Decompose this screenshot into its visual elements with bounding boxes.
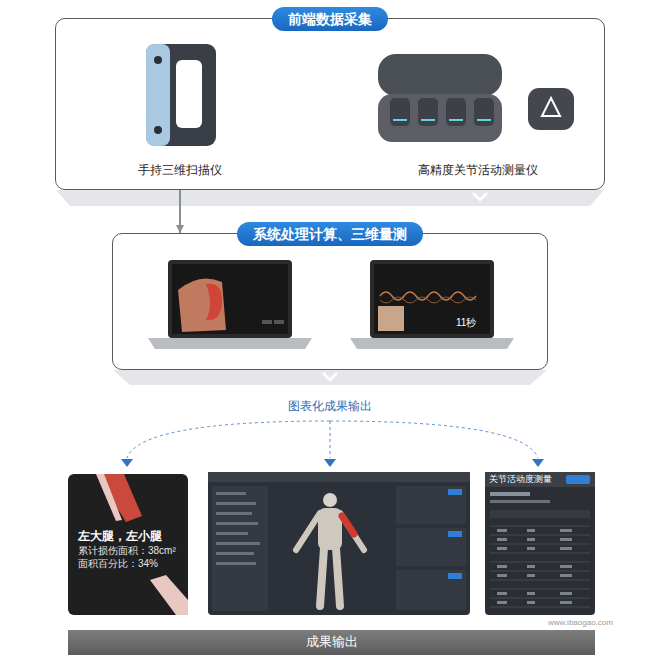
body-leg — [336, 548, 340, 606]
node-text: 成果输出 — [68, 630, 595, 655]
flow-band — [113, 370, 547, 385]
result-screenshot: 左大腿，左小腿累计损伤面积：38cm²面积百分比：34% — [68, 474, 188, 615]
sensor-light — [393, 119, 407, 121]
section-label: 图表化成果输出 — [288, 399, 372, 414]
laptop-base — [148, 338, 312, 349]
ui-button — [566, 475, 590, 484]
scanner-body — [146, 44, 216, 146]
wave-chart — [380, 292, 476, 300]
laptop-screen — [374, 264, 490, 334]
table-grid — [490, 526, 590, 607]
side-panel — [396, 570, 466, 610]
ui-button — [448, 531, 462, 537]
chevron — [323, 373, 337, 380]
wave-chart — [380, 297, 476, 303]
chevron — [473, 193, 487, 200]
arrow-head — [324, 459, 336, 467]
ear-model — [206, 284, 222, 320]
sensor-logo — [542, 98, 560, 116]
sensor — [474, 98, 494, 126]
ui-line — [490, 500, 550, 503]
laptop-bezel — [370, 260, 494, 338]
side-panel — [212, 486, 268, 611]
process-panel: 系统处理计算、三维量测 — [112, 233, 548, 370]
laptop-base — [350, 338, 514, 349]
ui-line — [216, 502, 256, 505]
watermark: www.ibaogao.com — [548, 617, 613, 628]
sensor-light — [421, 119, 435, 121]
video-frame — [378, 306, 404, 331]
limb-skin — [96, 474, 122, 521]
dashed-arc — [127, 421, 330, 458]
sensor-unit — [528, 88, 574, 130]
laptop-bezel — [168, 260, 292, 338]
screenshot-ground — [485, 472, 595, 615]
ui-line — [216, 552, 254, 555]
screenshot-ground — [68, 474, 188, 615]
lower-leg — [150, 575, 188, 615]
injured-arm — [342, 516, 354, 534]
flow-band — [56, 190, 604, 206]
ui-line — [216, 532, 248, 535]
device-caption: 手持三维扫描仪 — [138, 163, 222, 178]
skin-model — [178, 278, 226, 332]
side-panel — [396, 528, 466, 566]
ui-line — [216, 562, 256, 565]
table-header — [490, 510, 590, 518]
table-cells — [497, 529, 572, 604]
ui-button — [262, 320, 272, 324]
ui-button — [448, 573, 462, 579]
node-text: 面积百分比：34% — [78, 557, 184, 570]
arrow-head — [121, 459, 133, 467]
screenshot-ground — [208, 472, 470, 615]
title-bar — [485, 472, 595, 487]
ui-line — [216, 522, 258, 525]
scanner-lens — [154, 56, 162, 64]
ui-line — [490, 492, 530, 496]
sensor — [390, 98, 410, 126]
output-band: 成果输出 — [68, 630, 595, 655]
side-panel — [396, 486, 466, 524]
body-head — [323, 493, 337, 507]
body-leg — [320, 548, 324, 606]
ui-line — [216, 492, 246, 495]
scanner-lens — [154, 126, 162, 134]
result-screenshot: 关节活动度测量 — [485, 472, 595, 615]
screen-text: 11秒 — [456, 316, 476, 329]
node-text: 累计损伤面积：38cm² — [78, 544, 184, 557]
ui-button — [448, 489, 462, 495]
laptop-screen — [172, 264, 288, 334]
node-text: 关节活动度测量 — [489, 474, 552, 485]
dashed-arc — [330, 421, 538, 458]
node-text: 左大腿，左小腿 — [78, 528, 184, 544]
scanner-front — [146, 44, 170, 146]
device-caption: 高精度关节活动测量仪 — [418, 163, 538, 178]
scanner-handle-gap — [176, 60, 202, 128]
ui-button — [274, 320, 284, 324]
title-bar — [208, 472, 470, 482]
header-pill: 前端数据采集 — [272, 7, 388, 31]
sensor — [418, 98, 438, 126]
flow-arrow — [179, 190, 181, 233]
body-arm — [340, 513, 364, 550]
sensor-light — [449, 119, 463, 121]
arrow-head — [532, 459, 544, 467]
body-arm — [296, 513, 320, 550]
ui-line — [216, 512, 252, 515]
header-pill: 系统处理计算、三维量测 — [237, 222, 423, 246]
dashed-line — [330, 421, 331, 458]
case-lid — [378, 54, 502, 96]
sensor — [446, 98, 466, 126]
case-base — [378, 94, 502, 142]
injured-thigh — [96, 474, 142, 522]
sensor-light — [477, 119, 491, 121]
ui-line — [216, 542, 260, 545]
